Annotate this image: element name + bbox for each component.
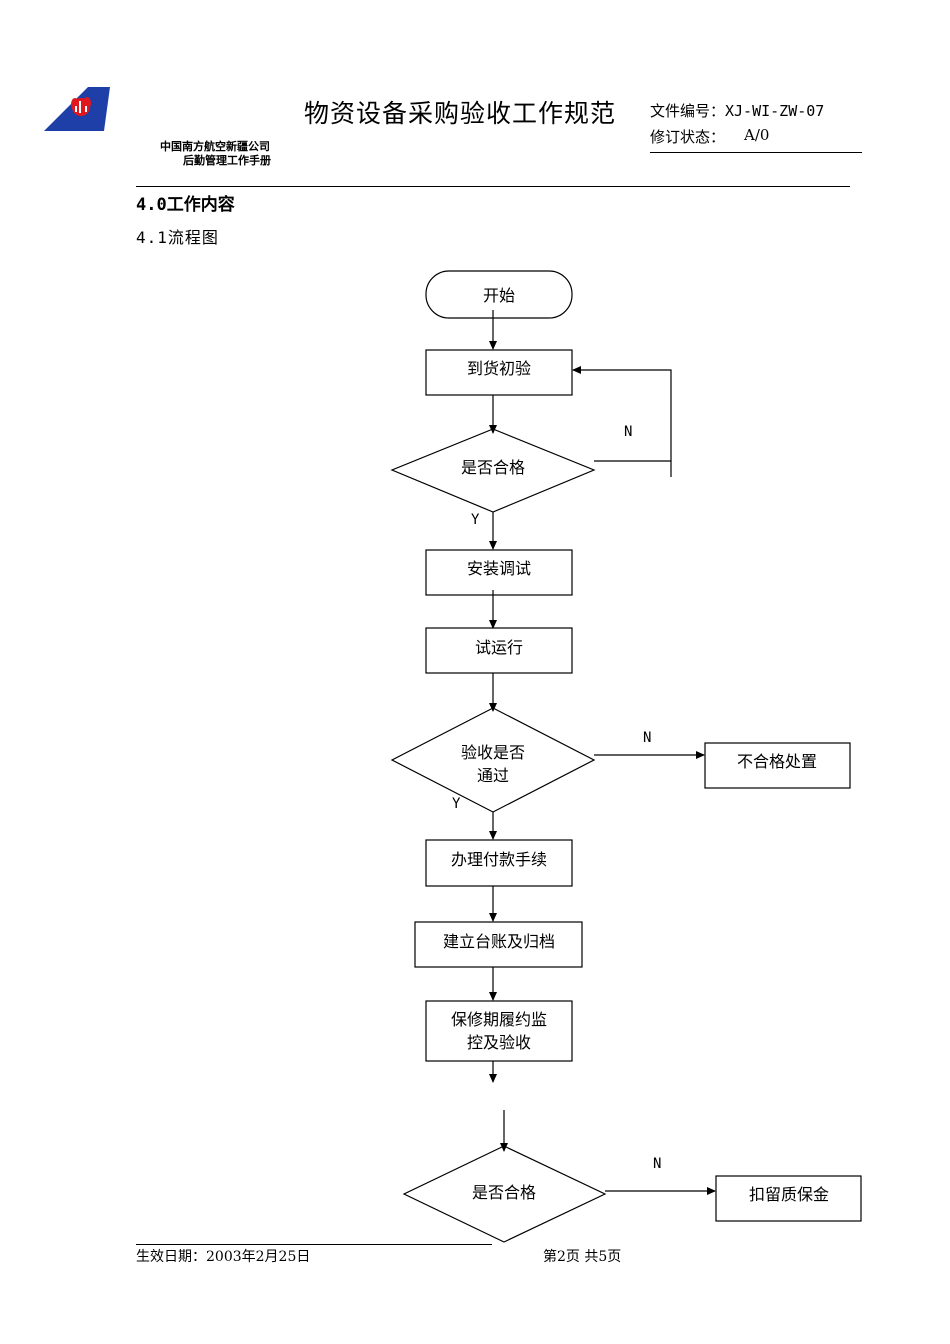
- no-mark-2: N: [643, 730, 651, 746]
- handbook-name: 后勤管理工作手册: [183, 155, 271, 167]
- company-name: 中国南方航空新疆公司: [160, 141, 270, 153]
- yes-mark-2: Y: [452, 796, 461, 812]
- start-label: 开始: [483, 286, 515, 305]
- company-logo-icon: [44, 87, 110, 131]
- start-terminator: [425, 270, 573, 319]
- decision3-label: 是否合格: [472, 1183, 536, 1202]
- step-warranty-monitoring: [425, 1000, 573, 1062]
- effective-date: 生效日期：2003年2月25日: [136, 1249, 311, 1265]
- footer-divider: [136, 1244, 492, 1245]
- step2-label: 安装调试: [467, 559, 531, 578]
- decision-qualified-3: [402, 1145, 607, 1243]
- decision2-label-line1: 验收是否: [461, 743, 525, 762]
- step-trial-run: [425, 627, 573, 674]
- reject2-label: 不合格处置: [737, 752, 817, 771]
- withhold-deposit-box: [715, 1175, 862, 1222]
- decision1-label: 是否合格: [461, 458, 525, 477]
- document-number: 文件编号：XJ-WI-ZW-07: [650, 102, 825, 120]
- no-mark-1: N: [624, 424, 632, 440]
- document-title: 物资设备采购验收工作规范: [304, 100, 617, 128]
- step3-label: 试运行: [475, 638, 523, 657]
- step6-label-line2: 控及验收: [467, 1033, 531, 1052]
- header-divider-short: [650, 152, 862, 153]
- step1-label: 到货初验: [467, 359, 531, 378]
- step-payment: [425, 839, 573, 887]
- reject3-label: 扣留质保金: [749, 1185, 829, 1204]
- loop-decision1-no: [572, 366, 672, 462]
- step4-label: 办理付款手续: [451, 850, 547, 869]
- step-initial-inspection: [425, 349, 573, 396]
- header-divider: [136, 186, 850, 187]
- no-mark-3: N: [653, 1156, 661, 1172]
- step5-label: 建立台账及归档: [443, 932, 555, 951]
- decision2-label-line2: 通过: [477, 766, 509, 785]
- section-heading: 4.0工作内容: [136, 195, 235, 215]
- step-ledger-archive: [414, 921, 583, 968]
- step-installation: [425, 549, 573, 596]
- reject-disposal-box: [704, 742, 851, 789]
- revision-value: A/0: [744, 126, 770, 144]
- step6-label-line1: 保修期履约监: [451, 1010, 547, 1029]
- yes-mark-1: Y: [471, 512, 480, 528]
- page-number: 第2页 共5页: [543, 1249, 622, 1265]
- subsection-heading: 4.1流程图: [136, 228, 219, 247]
- revision-label: 修订状态：: [650, 129, 726, 146]
